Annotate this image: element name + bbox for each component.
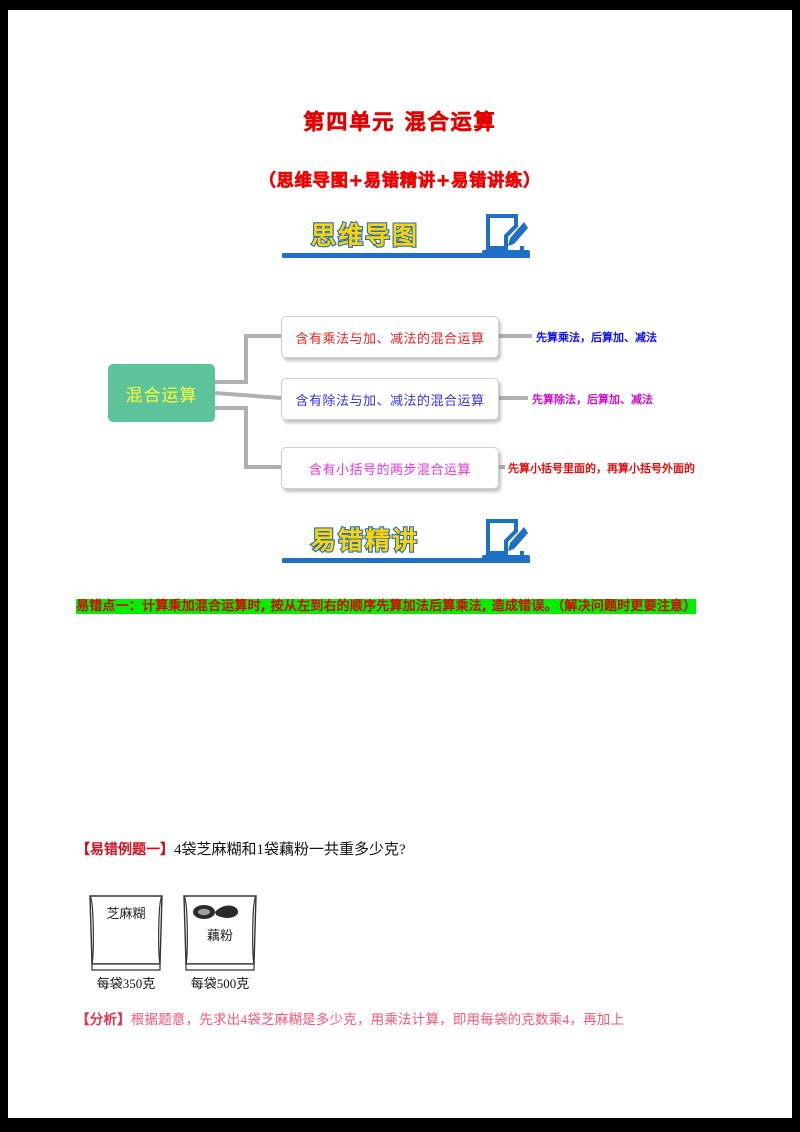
bag-label-lotus: 藕粉 — [207, 928, 233, 943]
example-tag: 【易错例题一】 — [76, 842, 174, 858]
bag-weight-lotus: 每袋500克 — [191, 976, 250, 991]
mistake-point-text: 易错点一：计算乘加混合运算时, 按从左到右的顺序先算加法后算乘法, 造成错误。（… — [76, 599, 697, 614]
banner-mindmap-label: 思维导图 — [310, 220, 420, 251]
mindmap-root-node: 混合运算 — [108, 364, 215, 422]
mistake-point-block: 易错点一：计算乘加混合运算时, 按从左到右的顺序先算加法后算乘法, 造成错误。（… — [76, 594, 744, 620]
bag-lotus-powder: 藕粉 — [183, 895, 257, 971]
mindmap-node-1-label: 含有乘法与加、减法的混合运算 — [295, 331, 485, 347]
analysis-text: 根据题意，先求出4袋芝麻糊是多少克，用乘法计算，即用每袋的克数乘4，再加上 — [130, 1012, 625, 1027]
document-subtitle: （思维导图+易错精讲+易错讲练） — [258, 171, 542, 192]
banner-mistakes-label: 易错精讲 — [310, 525, 420, 556]
banner-mistakes: 易错精讲 — [279, 515, 536, 569]
banner-underline — [282, 253, 530, 258]
example-question-line: 【易错例题一】4袋芝麻糊和1袋藕粉一共重多少克? — [76, 838, 406, 859]
bag-label-sesame: 芝麻糊 — [106, 906, 145, 921]
edit-pencil-icon — [482, 214, 530, 256]
mindmap-diagram: 混合运算 含有乘法与加、减法的混合运算 含有除法与加、减法的混合运算 含有小括号… — [8, 300, 792, 500]
mindmap-leaf-1: 先算乘法，后算加、减法 — [536, 331, 657, 344]
mindmap-node-1: 含有乘法与加、减法的混合运算 — [281, 316, 499, 358]
example-question: 4袋芝麻糊和1袋藕粉一共重多少克? — [174, 842, 406, 858]
banner-mindmap: 思维导图 — [279, 210, 536, 264]
bag-sesame-paste: 芝麻糊 — [89, 895, 163, 971]
bags-illustration: 芝麻糊 每袋350克 藕粉 每袋500克 — [89, 895, 257, 991]
analysis-lead: 【分析】 — [76, 1012, 131, 1027]
document-title: 第四单元 混合运算 — [303, 110, 497, 135]
document-page: 第四单元 混合运算 （思维导图+易错精讲+易错讲练） 思维导图 混合运算 含有乘… — [8, 10, 792, 1118]
mindmap-node-3: 含有小括号的两步混合运算 — [281, 447, 499, 489]
edit-pencil-icon — [482, 519, 530, 561]
mindmap-root-label: 混合运算 — [125, 385, 198, 406]
mindmap-leaf-3: 先算小括号里面的，再算小括号外面的 — [508, 462, 695, 475]
bag-weight-sesame: 每袋350克 — [97, 976, 156, 991]
mindmap-leaf-2: 先算除法，后算加、减法 — [532, 393, 653, 406]
mindmap-node-2-label: 含有除法与加、减法的混合运算 — [295, 393, 485, 409]
mindmap-node-2: 含有除法与加、减法的混合运算 — [281, 378, 499, 420]
analysis-line: 【分析】根据题意，先求出4袋芝麻糊是多少克，用乘法计算，即用每袋的克数乘4，再加… — [76, 1008, 766, 1028]
mindmap-node-3-label: 含有小括号的两步混合运算 — [308, 462, 471, 478]
banner-underline — [282, 558, 530, 563]
